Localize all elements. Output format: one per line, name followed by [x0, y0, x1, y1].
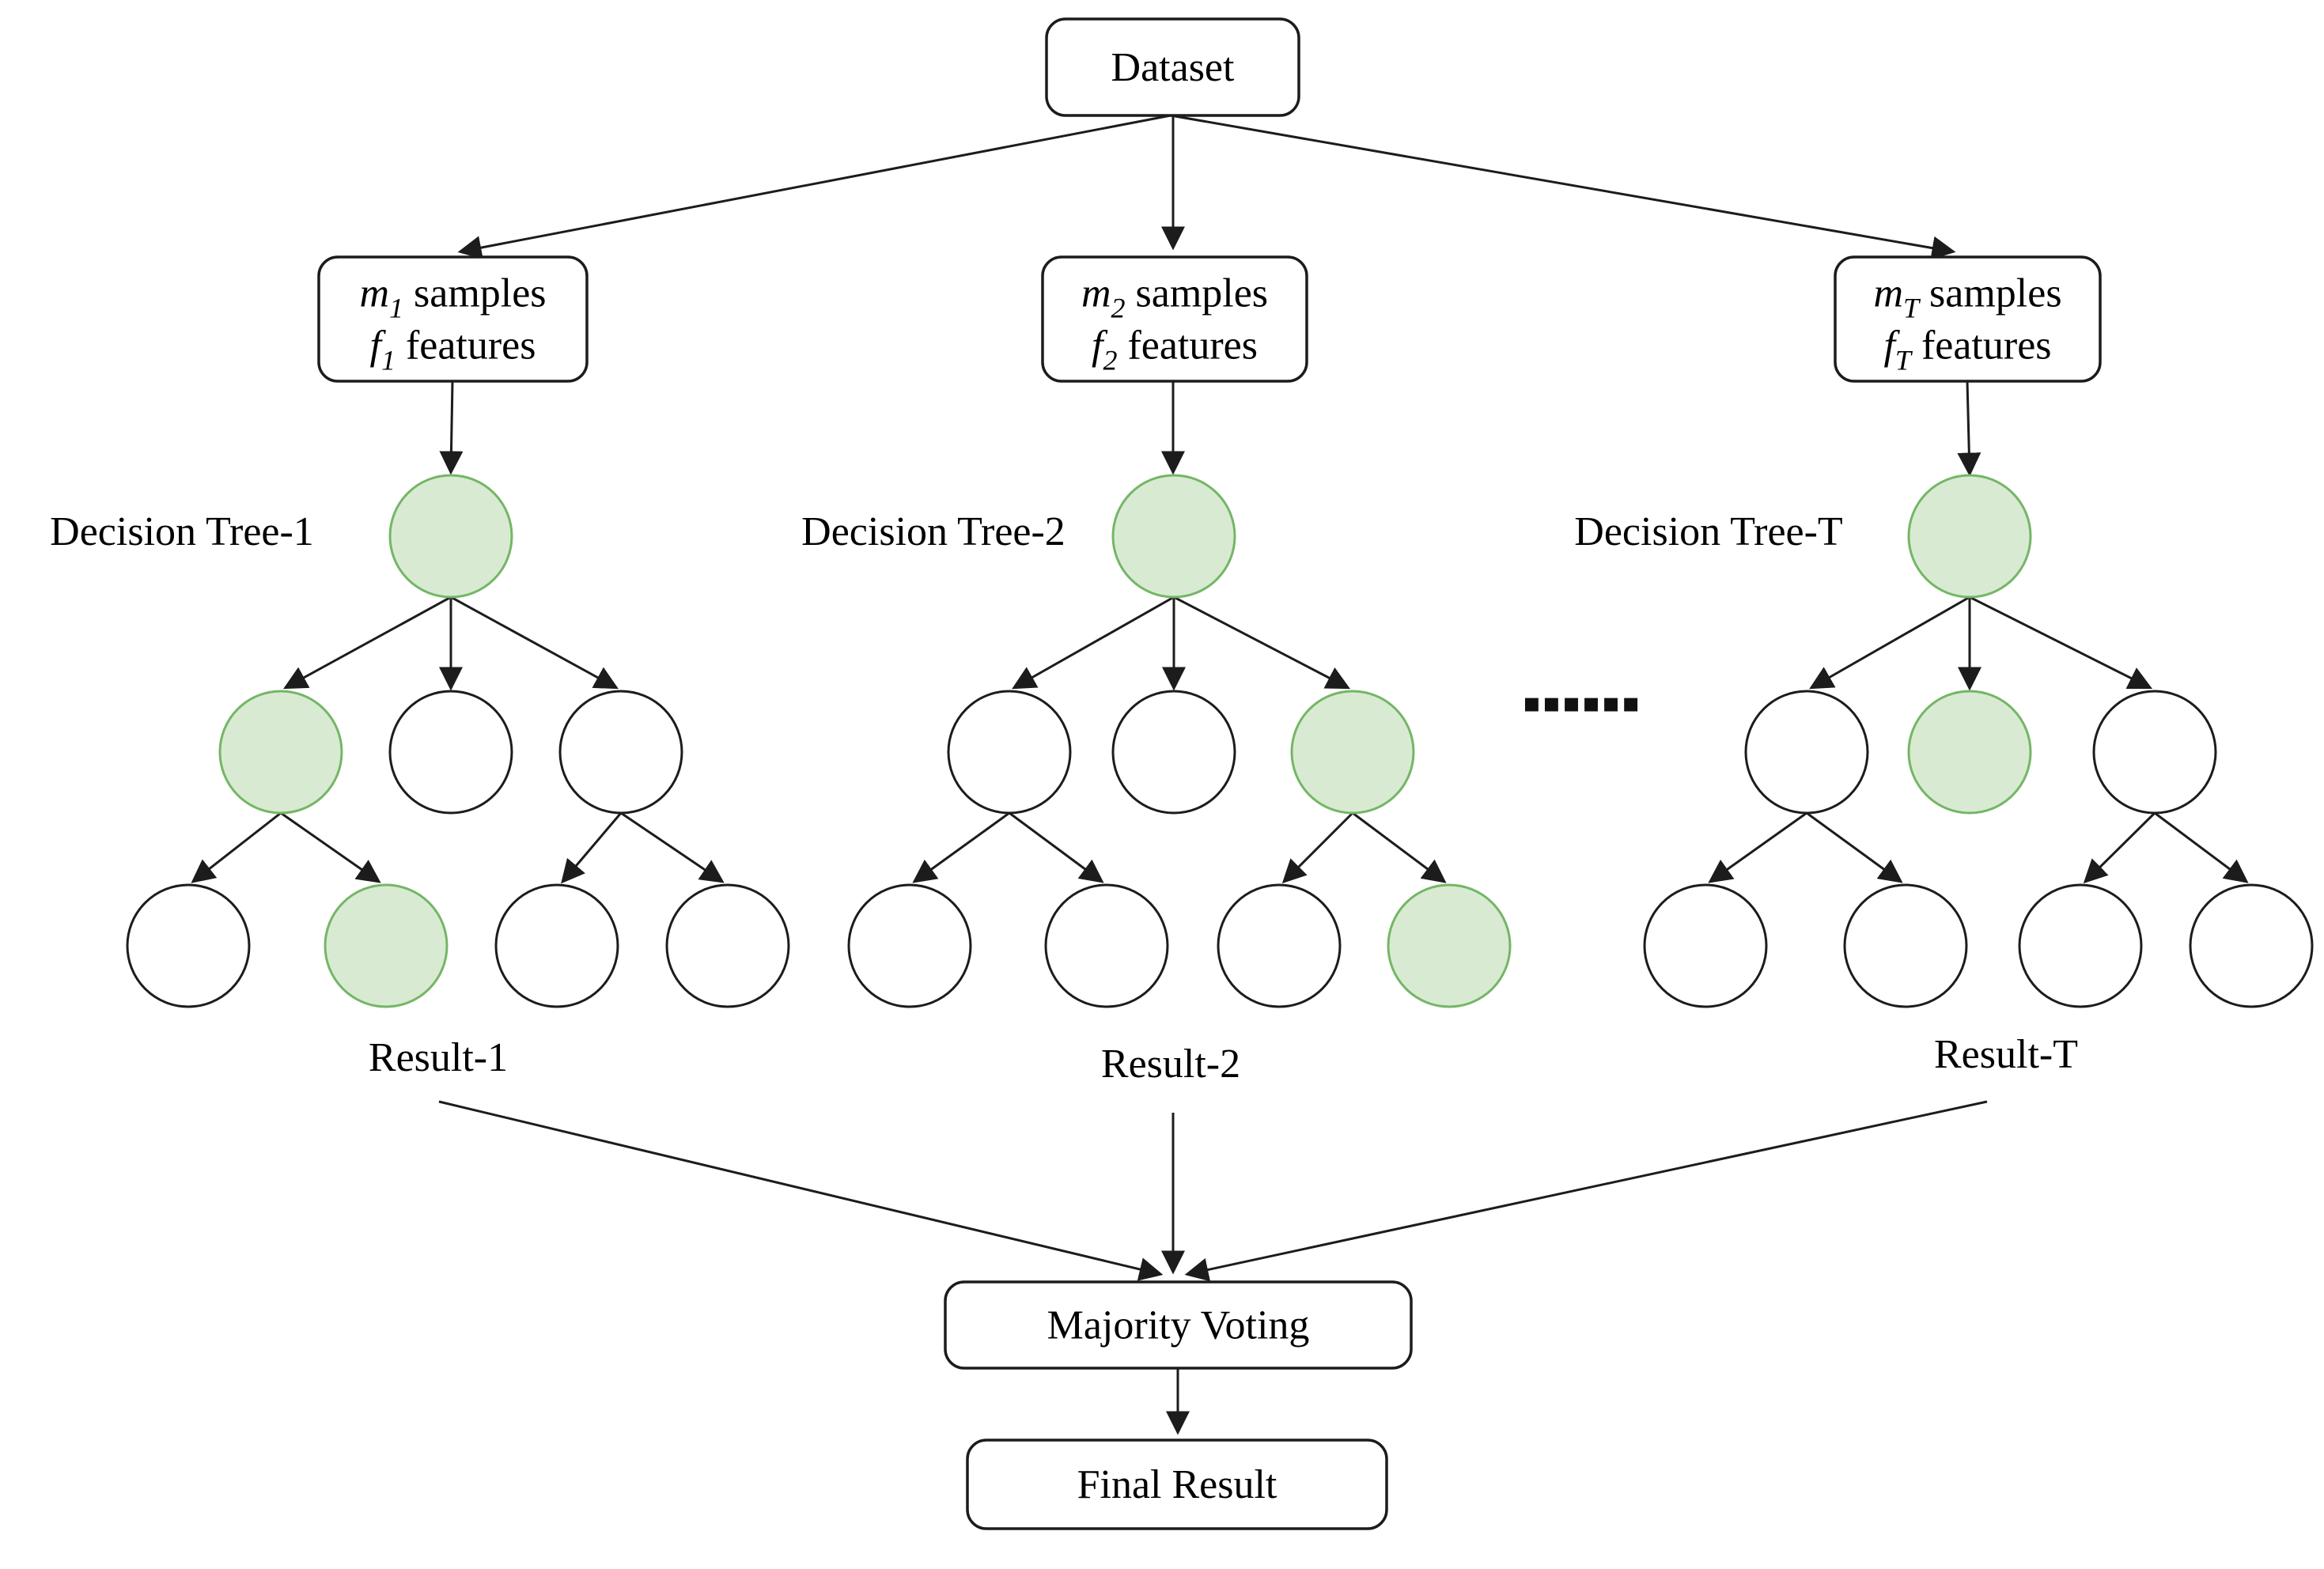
edge-dataset-to-samples-1	[457, 114, 1171, 259]
edge-dataset-to-samples-t	[1170, 114, 1956, 260]
samples-box-2	[1041, 255, 1308, 383]
tree3-root-node	[1907, 474, 2032, 599]
edge-tree1-l2a-left	[191, 811, 282, 883]
edge-tree1-root-left	[283, 595, 452, 690]
tree2-l2-node-1	[947, 690, 1072, 815]
samples-box-t-label: mT samples	[1873, 271, 2061, 324]
samples-box-1-label: f1 features	[369, 323, 536, 376]
edge-tree2-l2c-right	[1352, 811, 1447, 883]
edge-tree3-root-left	[1809, 595, 1970, 690]
tree1-l2-node-2	[388, 690, 513, 815]
edge-tree2-root-right	[1173, 595, 1350, 690]
samples-box-t	[1834, 255, 2102, 383]
samples-box-1-label: m1 samples	[359, 271, 546, 324]
tree3-l3-node-2	[1843, 883, 1968, 1008]
majority-voting-box	[944, 1280, 1413, 1370]
edge-resultt-to-voting	[1184, 1100, 1988, 1282]
tree3-l2-node-1	[1744, 690, 1869, 815]
edge-tree1-root-right	[450, 595, 619, 690]
dataset-box	[1045, 17, 1300, 117]
result-t-label: Result-T	[1934, 1032, 2078, 1077]
tree1-l3-node-3	[494, 883, 619, 1008]
edge-tree3-l2c-left	[2083, 811, 2156, 884]
decision-tree-2-label: Decision Tree-2	[801, 509, 1065, 554]
edge-tree3-l2a-right	[1806, 811, 1903, 883]
edge-result1-to-voting	[438, 1100, 1164, 1281]
dataset-box-label: Dataset	[1111, 45, 1235, 90]
ellipsis-dots: ▪▪▪▪▪▪	[1523, 687, 1641, 719]
edge-tree1-l2c-right	[620, 811, 725, 883]
tree3-l3-node-3	[2018, 883, 2143, 1008]
majority-voting-box-label: Majority Voting	[1047, 1303, 1310, 1348]
tree1-l2-node-1	[218, 690, 343, 815]
tree1-l2-node-3	[558, 690, 683, 815]
edge-tree1-l2a-right	[280, 811, 381, 883]
edge-samplest-to-tree3-root	[1957, 380, 1981, 477]
tree3-l2-node-2	[1907, 690, 2032, 815]
tree2-l3-node-1	[847, 883, 972, 1008]
result-1-label: Result-1	[369, 1035, 508, 1080]
edge-samples1-to-tree1-root	[439, 380, 464, 475]
tree2-l2-node-2	[1111, 690, 1236, 815]
tree2-l3-node-3	[1217, 883, 1342, 1008]
result-2-label: Result-2	[1101, 1042, 1240, 1087]
edge-tree2-l2a-right	[1009, 811, 1104, 883]
tree2-root-node	[1111, 474, 1236, 599]
edge-tree2-l2a-left	[912, 811, 1010, 883]
edge-tree3-root-right	[1969, 595, 2153, 690]
tree1-l3-node-4	[665, 883, 790, 1008]
tree3-l3-node-4	[2189, 883, 2314, 1008]
tree1-l3-node-2	[324, 883, 449, 1008]
tree3-l2-node-3	[2092, 690, 2217, 815]
edge-tree2-root-left	[1012, 595, 1175, 690]
tree2-l3-node-2	[1044, 883, 1169, 1008]
tree3-l3-node-1	[1643, 883, 1768, 1008]
final-result-box	[966, 1439, 1388, 1530]
tree1-l3-node-1	[126, 883, 251, 1008]
edge-tree3-l2a-left	[1708, 811, 1807, 883]
edge-tree2-l2c-left	[1281, 811, 1354, 884]
edge-tree1-l2c-left	[561, 812, 623, 884]
tree2-l2-node-3	[1290, 690, 1415, 815]
samples-box-2-label: m2 samples	[1081, 271, 1268, 324]
tree2-l3-node-4	[1387, 883, 1512, 1008]
samples-box-2-label: f2 features	[1092, 323, 1258, 376]
tree1-root-node	[388, 474, 513, 599]
edge-tree3-l2c-right	[2154, 811, 2249, 883]
decision-tree-1-label: Decision Tree-1	[50, 509, 314, 554]
final-result-box-label: Final Result	[1077, 1462, 1277, 1507]
samples-box-1	[317, 255, 589, 383]
decision-tree-t-label: Decision Tree-T	[1574, 509, 1842, 554]
